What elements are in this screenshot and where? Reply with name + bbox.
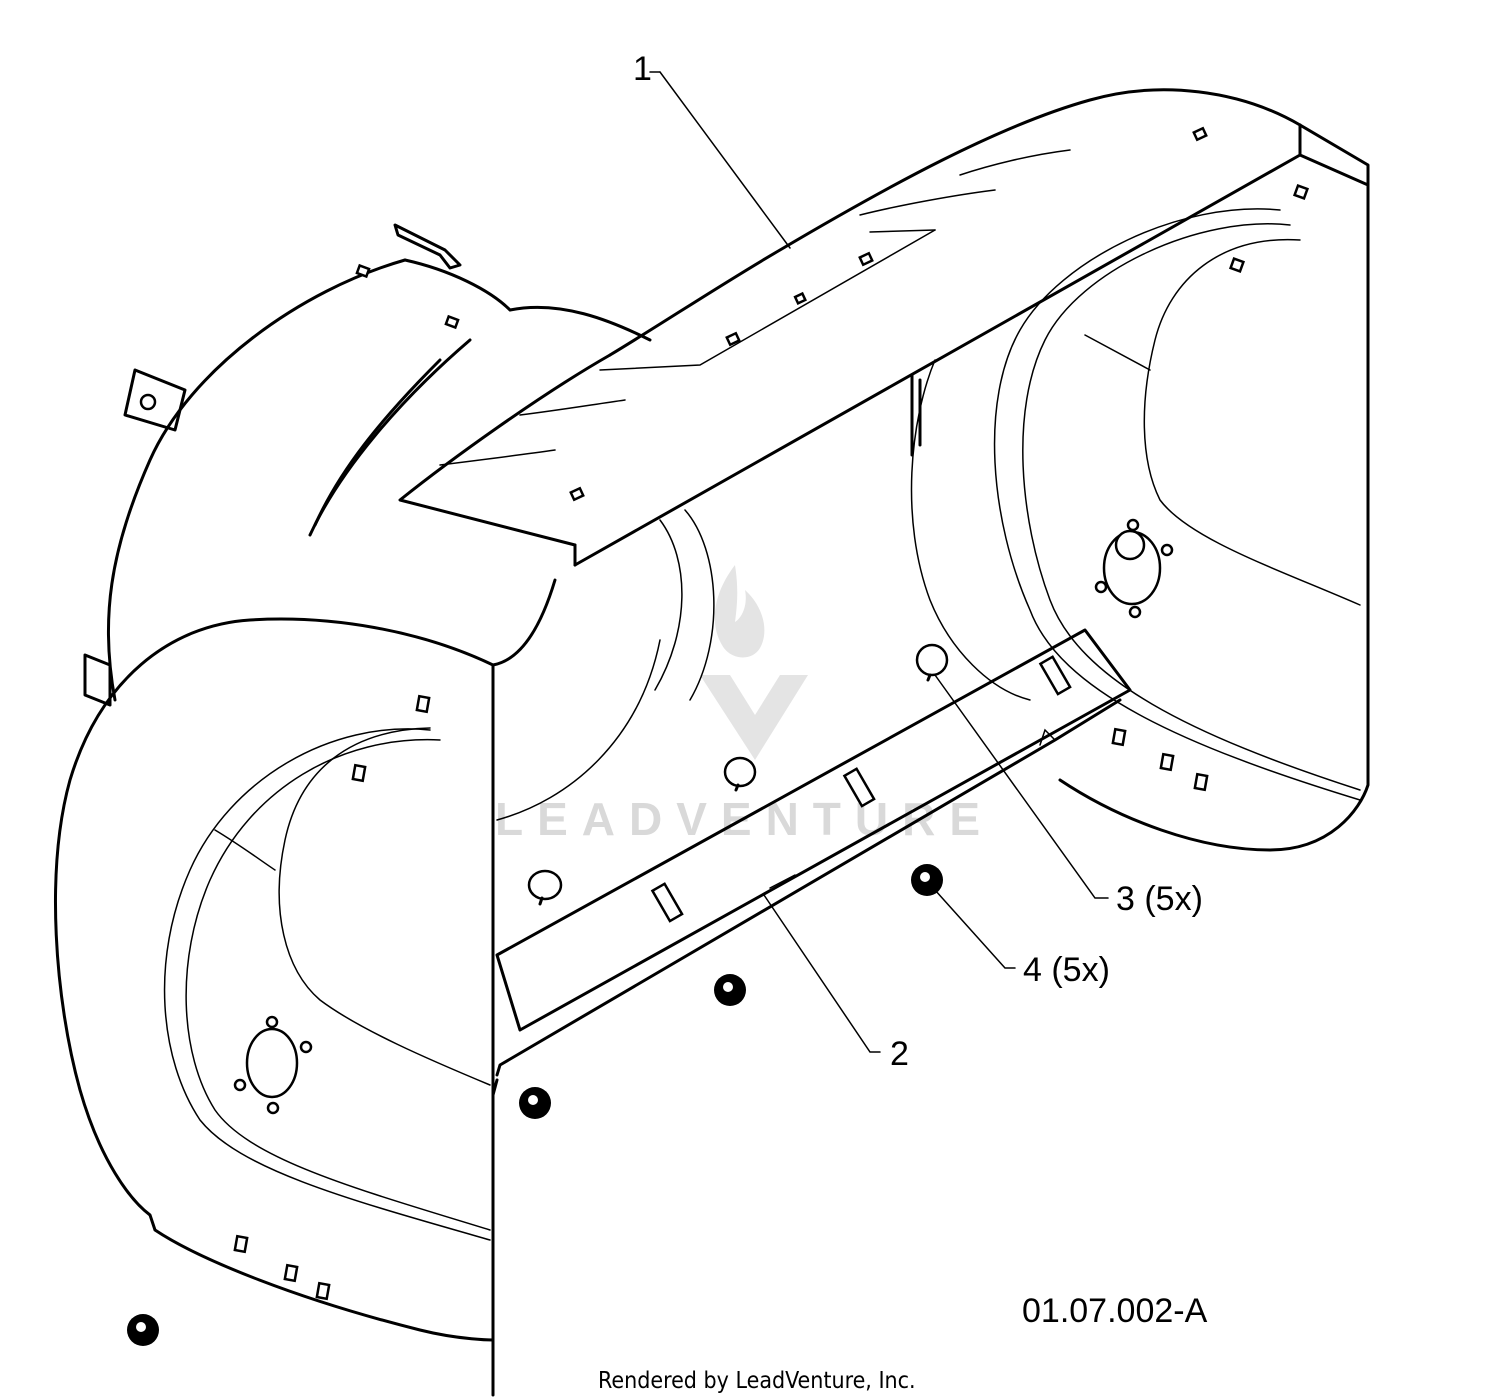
figure-id: 01.07.002-A <box>1022 1292 1208 1330</box>
footer-credit: Rendered by LeadVenture, Inc. <box>598 1368 916 1394</box>
back-panel <box>491 509 949 906</box>
callout-3: 3 (5x) <box>1116 880 1203 918</box>
callout-1: 1 <box>633 50 652 88</box>
left-side-plate <box>54 617 499 1397</box>
right-side-plate <box>910 123 1370 852</box>
leader-lines <box>649 71 1109 1053</box>
watermark-logo <box>700 565 808 760</box>
callout-2: 2 <box>890 1035 909 1073</box>
shave-plate <box>495 628 1132 1077</box>
left-drum <box>83 223 652 707</box>
hex-nuts <box>127 864 943 1346</box>
callout-4: 4 (5x) <box>1023 951 1110 989</box>
top-beam <box>398 88 1369 567</box>
